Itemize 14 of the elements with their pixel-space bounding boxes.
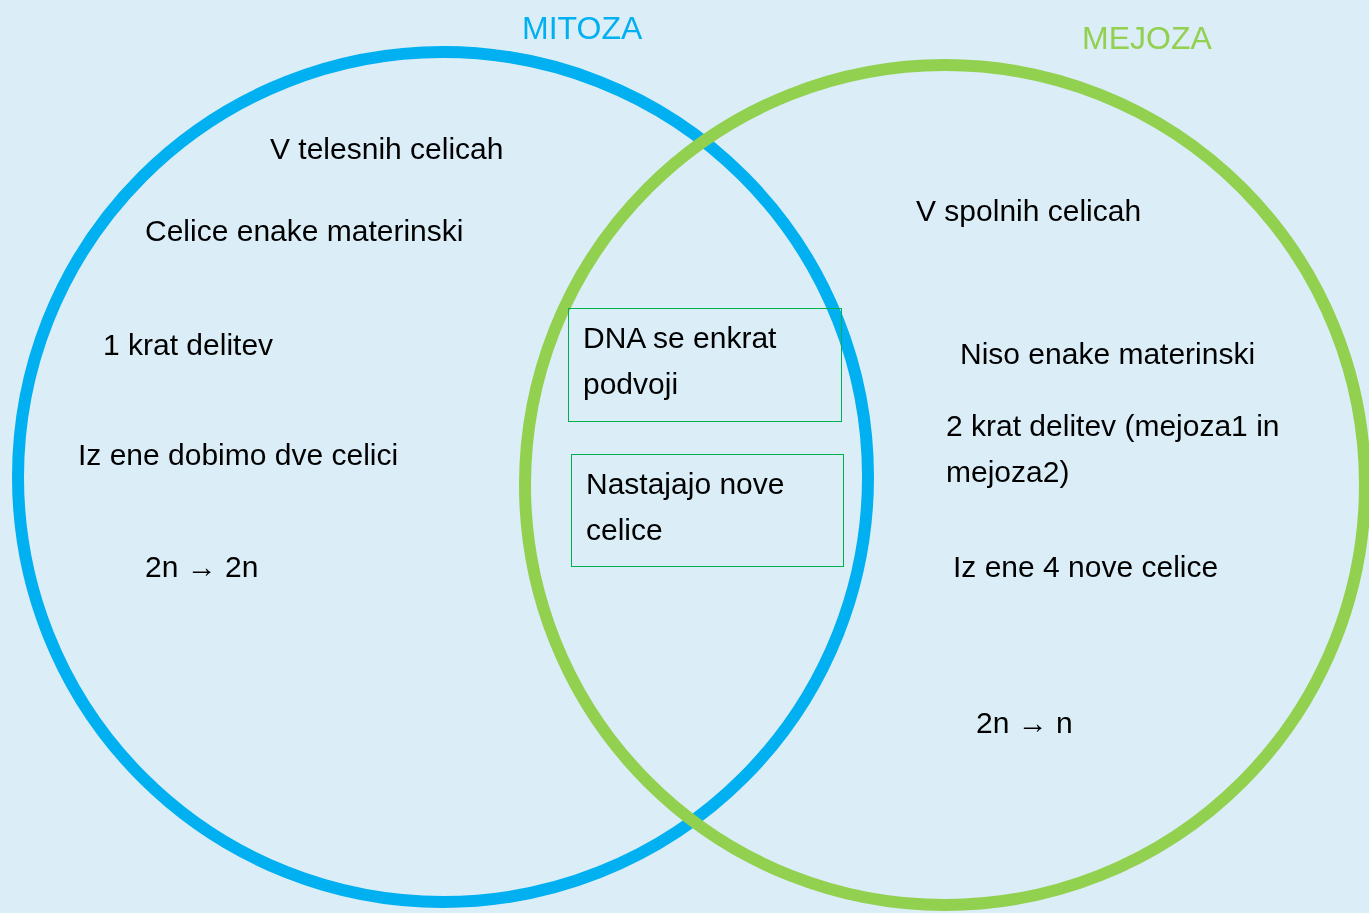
venn-text: Celice enake materinski — [145, 213, 464, 249]
venn-text: Iz ene 4 nove celice — [953, 549, 1219, 585]
venn-text: Iz ene dobimo dve celici — [78, 437, 399, 473]
venn-text: 1 krat delitev — [103, 327, 274, 363]
venn-text: V telesnih celicah — [270, 131, 504, 167]
venn-text: 2n → n — [976, 705, 1073, 741]
circle-title: MITOZA — [522, 10, 643, 47]
venn-text: 2 krat delitev (mejoza1 in mejoza2) — [946, 408, 1281, 490]
venn-text: V spolnih celicah — [916, 193, 1142, 229]
venn-text: 2n → 2n — [145, 549, 259, 585]
statement-box: Nastajajo nove celice — [571, 454, 844, 567]
circle-title: MEJOZA — [1082, 20, 1212, 57]
venn-text: Niso enake materinski — [960, 336, 1256, 372]
statement-box: DNA se enkrat podvoji — [568, 308, 842, 422]
